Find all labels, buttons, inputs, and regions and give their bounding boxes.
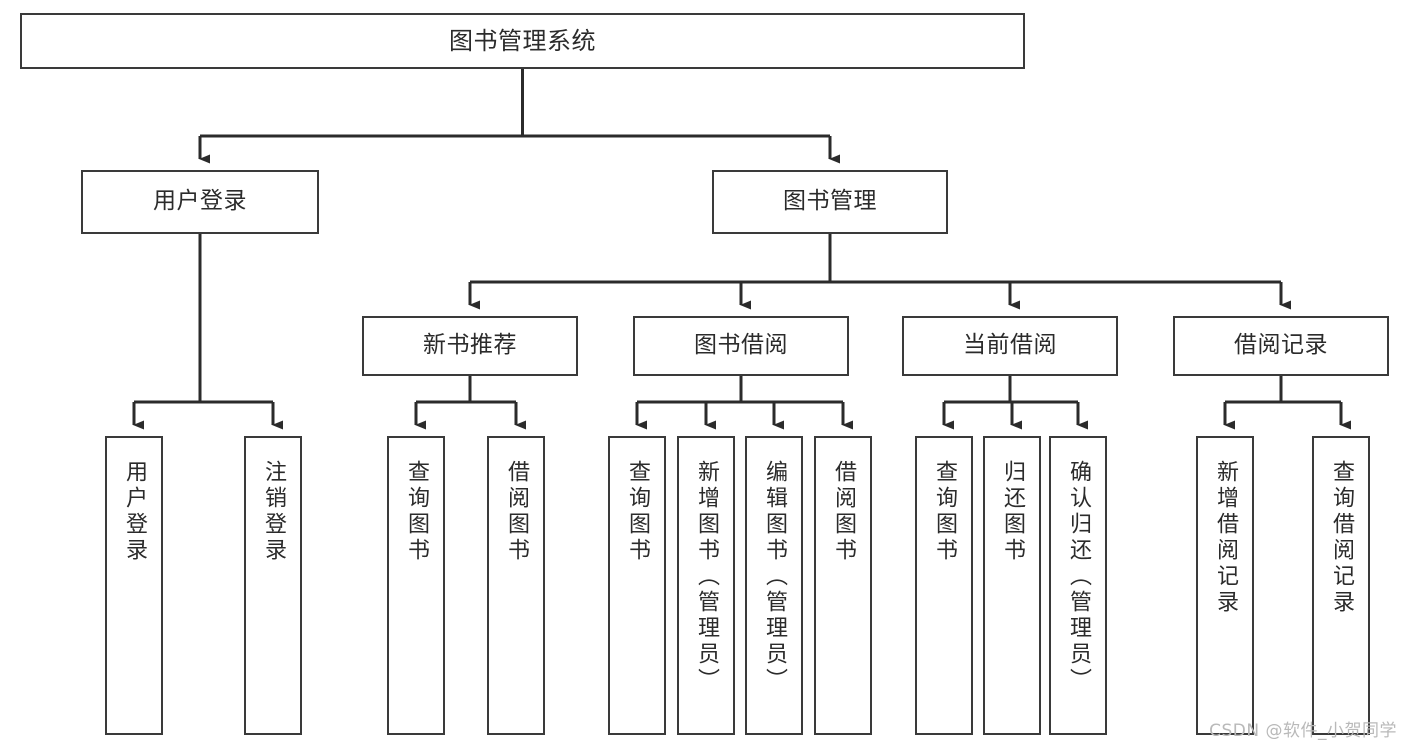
node-leaf-edit-book[interactable]: 编辑图书（管理员） <box>745 436 803 735</box>
node-user-login[interactable]: 用户登录 <box>81 170 319 234</box>
node-label: 图书管理系统 <box>449 26 596 55</box>
connector-bus <box>944 376 1078 404</box>
node-label: 新增图书（管理员） <box>694 460 719 694</box>
node-label: 图书借阅 <box>694 332 788 359</box>
node-label: 确认归还（管理员） <box>1066 460 1091 694</box>
node-root[interactable]: 图书管理系统 <box>20 13 1025 69</box>
node-label: 用户登录 <box>122 460 147 564</box>
node-borrow-record[interactable]: 借阅记录 <box>1173 316 1389 376</box>
node-leaf-return-book[interactable]: 归还图书 <box>983 436 1041 735</box>
node-leaf-add-record[interactable]: 新增借阅记录 <box>1196 436 1254 735</box>
node-label: 新书推荐 <box>423 332 517 359</box>
csdn-watermark: CSDN @软件_小贺同学 <box>1209 721 1397 741</box>
node-leaf-query-book-2[interactable]: 查询图书 <box>608 436 666 735</box>
node-label: 借阅图书 <box>831 460 856 564</box>
connector-bus <box>470 234 1281 284</box>
node-leaf-user-login[interactable]: 用户登录 <box>105 436 163 735</box>
node-label: 查询借阅记录 <box>1329 460 1354 616</box>
node-label: 新增借阅记录 <box>1213 460 1238 616</box>
node-label: 借阅图书 <box>504 460 529 564</box>
node-leaf-query-book-3[interactable]: 查询图书 <box>915 436 973 735</box>
node-current-borrow[interactable]: 当前借阅 <box>902 316 1118 376</box>
node-label: 图书管理 <box>783 188 877 215</box>
connector-bus <box>416 376 516 404</box>
node-label: 用户登录 <box>153 188 247 215</box>
node-leaf-query-record[interactable]: 查询借阅记录 <box>1312 436 1370 735</box>
node-leaf-add-book[interactable]: 新增图书（管理员） <box>677 436 735 735</box>
node-leaf-confirm-return[interactable]: 确认归还（管理员） <box>1049 436 1107 735</box>
node-label: 当前借阅 <box>963 332 1057 359</box>
node-book-borrow[interactable]: 图书借阅 <box>633 316 849 376</box>
node-label: 编辑图书（管理员） <box>762 460 787 694</box>
node-leaf-user-logout[interactable]: 注销登录 <box>244 436 302 735</box>
node-label: 归还图书 <box>1000 460 1025 564</box>
node-leaf-borrow-book-2[interactable]: 借阅图书 <box>814 436 872 735</box>
node-leaf-borrow-book-1[interactable]: 借阅图书 <box>487 436 545 735</box>
node-book-manage[interactable]: 图书管理 <box>712 170 948 234</box>
node-label: 注销登录 <box>261 460 286 564</box>
node-label: 查询图书 <box>625 460 650 564</box>
node-label: 查询图书 <box>932 460 957 564</box>
node-new-book-rec[interactable]: 新书推荐 <box>362 316 578 376</box>
connector-bus <box>134 234 273 404</box>
node-leaf-query-book-1[interactable]: 查询图书 <box>387 436 445 735</box>
connector-bus <box>200 69 830 138</box>
connector-bus <box>1225 376 1341 404</box>
node-label: 借阅记录 <box>1234 332 1328 359</box>
node-label: 查询图书 <box>404 460 429 564</box>
connector-bus <box>637 376 843 404</box>
